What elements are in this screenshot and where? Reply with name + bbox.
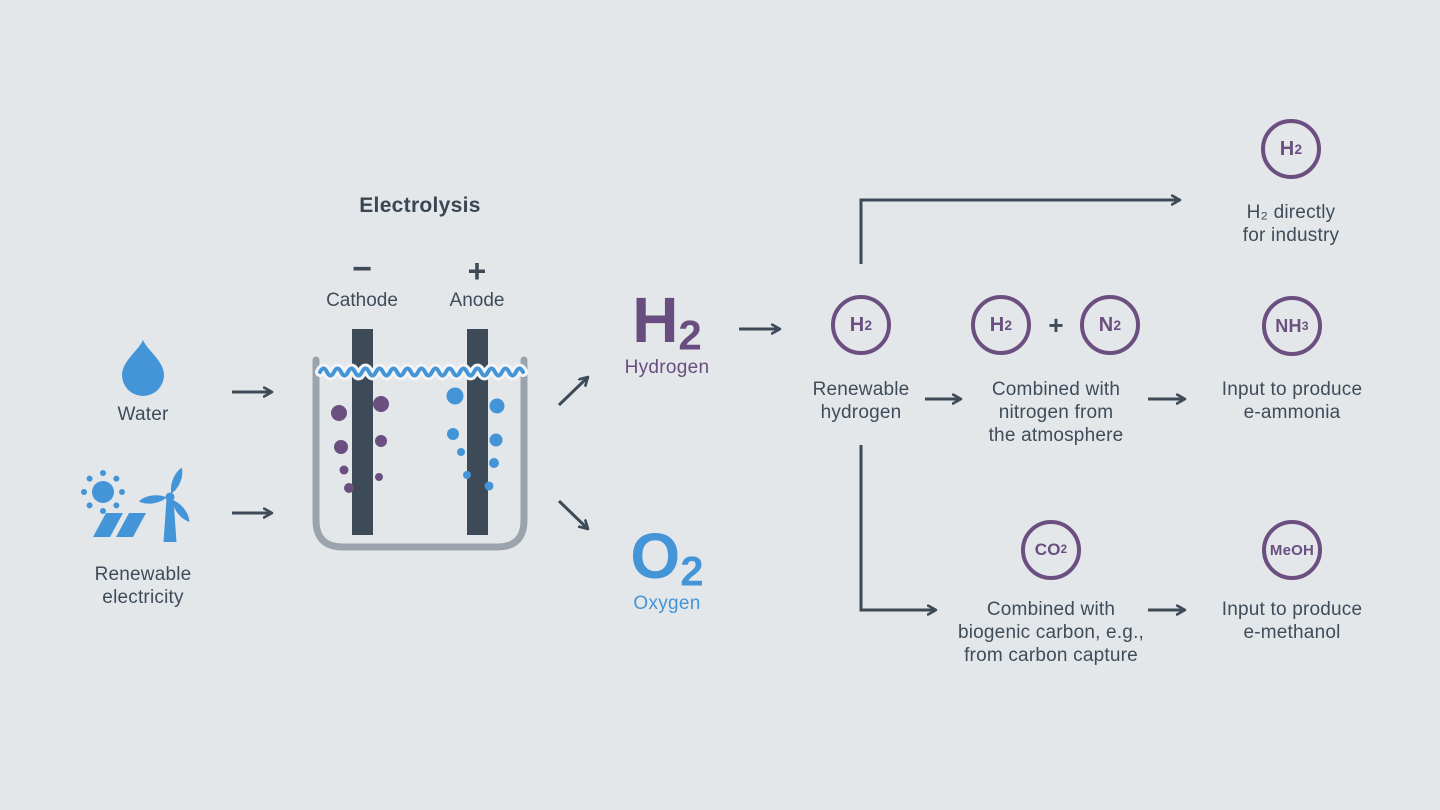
carbon-label-line3: from carbon capture (964, 645, 1138, 666)
n2-formula: N (1098, 313, 1114, 336)
arrow-renewable-to-industry (859, 200, 1180, 264)
nh3-formula-sub: 3 (1301, 319, 1309, 333)
meoh-formula: MeOH (1269, 541, 1315, 559)
co2-formula: CO (1034, 540, 1061, 559)
carbon-label-line2: biogenic carbon, e.g., (957, 622, 1145, 643)
oxygen-symbol-sub: 2 (680, 547, 704, 595)
h2-industry-formula-sub: 2 (1294, 141, 1303, 157)
renewable-h2-formula: H (849, 313, 865, 336)
water-line (318, 366, 525, 378)
oxygen-name: Oxygen (633, 593, 701, 614)
carbon-label: Combined with biogenic carbon, e.g., fro… (941, 598, 1161, 667)
carbon-label-line1: Combined with (986, 599, 1116, 620)
renewable-h2-label: Renewable hydrogen (788, 378, 934, 424)
cathode-electrode (352, 329, 373, 535)
electricity-label-line1: Renewable (94, 564, 192, 585)
oxygen-symbol: O2 (600, 524, 734, 593)
electrolysis-title: Electrolysis (359, 194, 481, 217)
oxygen-symbol-main: O (630, 520, 681, 592)
hydrogen-name: Hydrogen (624, 357, 710, 378)
cathode-label: Cathode (326, 290, 398, 311)
nitrogen-label-line3: the atmosphere (988, 425, 1124, 446)
beaker (312, 356, 528, 551)
renewable-h2-formula-sub: 2 (864, 317, 873, 333)
wind-turbine-icon (138, 467, 190, 542)
plus-sign: + (1048, 310, 1064, 340)
n2-formula-sub: 2 (1113, 317, 1122, 333)
hydrogen-bubbles (331, 396, 389, 493)
sun-icon (81, 470, 125, 514)
meoh-badge: MeOH (1262, 520, 1322, 580)
hydrogen-symbol-sub: 2 (678, 311, 702, 359)
arrow-cell-to-oxygen (557, 499, 588, 529)
nh3-formula: NH (1275, 315, 1302, 336)
cathode-sign: − (352, 250, 372, 288)
renewable-h2-label-line1: Renewable (812, 379, 910, 400)
arrow-renewable-to-carbon (859, 445, 936, 610)
anode-sign: + (467, 253, 487, 289)
electricity-label-line2: electricity (102, 587, 184, 608)
co2-formula-sub: 2 (1060, 544, 1068, 556)
methanol-label-line1: Input to produce (1221, 599, 1363, 620)
arrow-cell-to-hydrogen (557, 377, 588, 407)
nitrogen-label-line2: nitrogen from (998, 402, 1114, 423)
water-droplet-icon (122, 340, 164, 396)
h2-industry-formula: H (1279, 137, 1295, 160)
anode-electrode (467, 329, 488, 535)
methanol-label: Input to produce e-methanol (1202, 598, 1382, 644)
h2-industry-label: H₂ directly for industry (1206, 201, 1376, 247)
hydrogen-symbol-main: H (632, 284, 679, 356)
nitrogen-label: Combined with nitrogen from the atmosphe… (966, 378, 1146, 447)
h2-formula-sub: 2 (1004, 317, 1013, 333)
oxygen-bubbles (446, 387, 505, 491)
methanol-label-line2: e-methanol (1243, 622, 1341, 643)
ammonia-label-line2: e-ammonia (1243, 402, 1341, 423)
water-label: Water (117, 404, 169, 425)
anode-label: Anode (449, 290, 505, 311)
renewable-h2-label-line2: hydrogen (820, 402, 902, 423)
h2-formula: H (989, 313, 1005, 336)
h2-industry-label-line1: H₂ directly (1246, 202, 1336, 223)
solar-panel-icon (93, 513, 146, 537)
ammonia-label: Input to produce e-ammonia (1202, 378, 1382, 424)
ammonia-label-line1: Input to produce (1221, 379, 1363, 400)
electricity-label: Renewable electricity (63, 563, 223, 609)
h2-industry-label-line2: for industry (1242, 225, 1340, 246)
nitrogen-label-line1: Combined with (991, 379, 1121, 400)
hydrogen-symbol: H2 (600, 288, 734, 357)
